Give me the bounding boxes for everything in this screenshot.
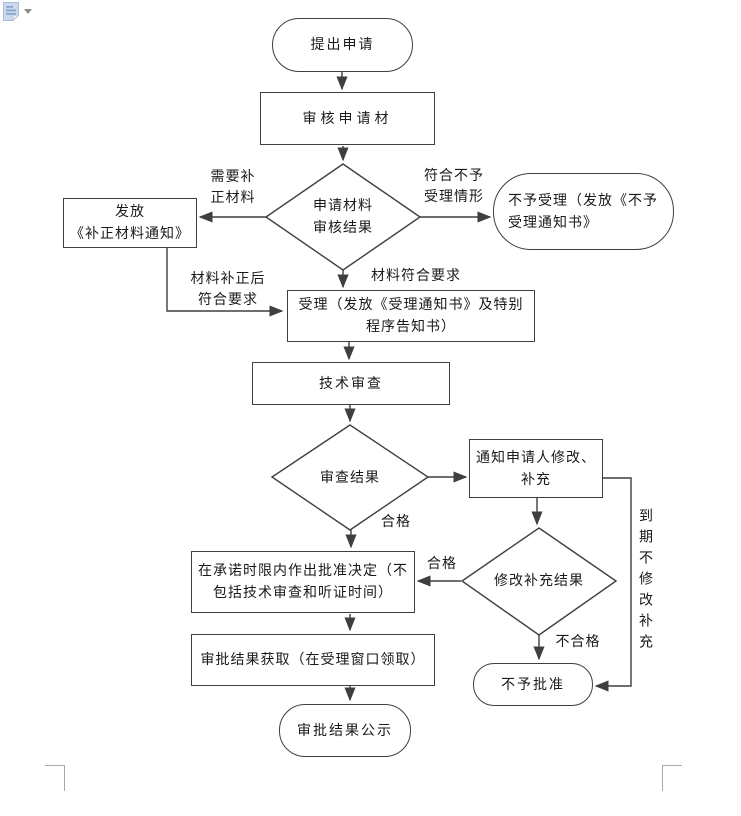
node-approval-decision[interactable]: 在承诺时限内作出批准决定（不 包括技术审查和听证时间） [191, 551, 415, 613]
node-issue-correction-notice[interactable]: 发放 《补正材料通知》 [63, 198, 197, 248]
node-start[interactable]: 提出申请 [272, 18, 413, 72]
node-approval-decision-label: 在承诺时限内作出批准决定（不 包括技术审查和听证时间） [198, 563, 408, 601]
node-technical-review[interactable]: 技术审查 [252, 362, 450, 405]
decision-review-result-label: 申请材料 审核结果 [313, 198, 373, 236]
node-not-approve-label: 不予批准 [501, 676, 565, 693]
node-notify-modify-label: 通知申请人修改、 补充 [476, 449, 596, 488]
node-technical-review-label: 技术审查 [319, 375, 383, 392]
edge-label-corrected-ok[interactable]: 材料补正后 符合要求 [190, 271, 266, 308]
decision-review-result[interactable]: 申请材料 审核结果 [268, 166, 418, 268]
node-result-obtain[interactable]: 审批结果获取（在受理窗口领取） [191, 634, 435, 686]
edge-label-qualified-1[interactable]: 合格 [381, 514, 411, 530]
node-not-approve[interactable]: 不予批准 [473, 663, 593, 706]
node-not-accept-label: 不予受理（发放《不予 受理通知书》 [508, 192, 658, 231]
edge-label-need-correction[interactable]: 需要补 正材料 [210, 169, 256, 206]
node-start-label: 提出申请 [310, 37, 375, 53]
node-result-publicity-label: 审批结果公示 [297, 722, 393, 739]
node-accept-label: 受理（发放《受理通知书》及特别 程序告知书） [298, 297, 524, 335]
node-issue-correction-label: 发放 《补正材料通知》 [70, 204, 190, 242]
decision-tech-result-label: 审查结果 [320, 469, 380, 486]
edge-label-overdue-no-modify[interactable]: 到期不修改补充 [637, 507, 653, 655]
decision-tech-result[interactable]: 审查结果 [274, 427, 426, 528]
node-accept[interactable]: 受理（发放《受理通知书》及特别 程序告知书） [287, 290, 535, 342]
edge-label-meets-rejection[interactable]: 符合不予 受理情形 [424, 168, 484, 205]
decision-modify-result[interactable]: 修改补充结果 [464, 530, 614, 632]
edge-label-materials-ok[interactable]: 材料符合要求 [371, 268, 461, 284]
node-notify-modify[interactable]: 通知申请人修改、 补充 [469, 439, 603, 498]
margin-corner-right [662, 765, 682, 791]
node-review-label: 审核申请材 [302, 110, 393, 127]
edge-label-unqualified[interactable]: 不合格 [555, 634, 601, 650]
document-icon[interactable] [3, 2, 20, 22]
node-review-materials[interactable]: 审核申请材 [260, 92, 435, 145]
node-not-accept[interactable]: 不予受理（发放《不予 受理通知书》 [493, 173, 674, 250]
node-result-obtain-label: 审批结果获取（在受理窗口领取） [200, 652, 426, 668]
margin-corner-left [45, 765, 65, 791]
chevron-down-icon[interactable] [24, 9, 32, 14]
decision-modify-result-label: 修改补充结果 [494, 573, 584, 589]
node-result-publicity[interactable]: 审批结果公示 [279, 704, 411, 757]
edge-label-qualified-2[interactable]: 合格 [427, 556, 457, 572]
